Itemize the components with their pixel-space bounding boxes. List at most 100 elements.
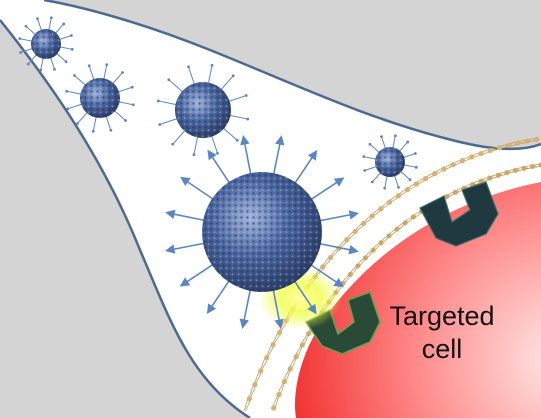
ligand-tip [76,122,79,125]
ligand-tip [18,37,22,41]
nanoparticle-texture [375,147,405,177]
ligand-tip [380,135,383,139]
ligand-arrow [240,135,252,176]
ligand-spike [384,174,388,189]
ligand-spike [207,65,213,85]
ligand-arrow [293,279,317,315]
ligand-spike [66,90,83,95]
ligand-tip [109,128,113,132]
vessel-wall-top [43,0,541,151]
ligand-spike [402,153,416,159]
ligand-spike [48,17,52,32]
ligand-tip [39,68,43,72]
ligand-tip [131,103,135,107]
ligand-spike [105,114,112,131]
ligand-spike [227,95,247,103]
ligand-tip [210,63,214,67]
nanoparticle-icon [18,16,74,72]
ligand-arrow [179,263,215,287]
ligand-spike [381,136,387,150]
ligand-arrow [309,177,345,201]
ligand-spike [116,86,133,93]
ligand-arrow [318,210,359,222]
ligand-spike [49,56,55,70]
ligand-tip [171,142,175,146]
receptor-icon [419,181,499,247]
nanoparticle-texture [175,82,231,138]
ligand-spike [40,56,44,71]
ligand-spike [402,164,417,168]
ligand-spike [158,100,178,106]
nanoparticle-icon [156,63,250,157]
nanoparticle-texture [80,78,120,118]
ligand-arrow [272,135,285,176]
ligand-spike [20,47,34,53]
ligand-tip [73,74,76,77]
ligand-spike [371,171,382,183]
ligand-spike [92,115,97,132]
ligand-tip [124,119,127,122]
ligand-tip [370,180,374,184]
ligand-arrow [318,242,359,255]
ligand-tip [69,34,73,37]
ligand-arrow [272,288,284,329]
ligand-tip [362,155,366,159]
targeted-cell-icon [241,135,541,418]
nanoparticle-icon [165,135,359,329]
ligand-spike [219,75,234,91]
ligand-spike [168,79,184,94]
ligand-spike [27,53,38,65]
label-line-1: Targeted [389,301,495,331]
ligand-tip [244,94,248,97]
ligand-tip [62,22,66,26]
ligand-tip [383,186,387,190]
ligand-spike [88,65,95,82]
ligand-spike [37,18,43,32]
ligand-spike [117,101,134,106]
ligand-tip [413,152,417,155]
ligand-arrow [165,209,206,222]
ligand-spike [222,126,238,141]
ligand-tip [156,99,160,103]
ligand-arrow [309,263,344,288]
ligand-tip [187,65,190,69]
ligand-tip [393,134,397,138]
ligand-tip [192,153,196,157]
ligand-spike [398,141,409,153]
ligand-spike [55,52,67,63]
receptor-bound [304,291,381,355]
ligand-tip [105,63,109,67]
ligand-tip [368,142,372,146]
ligand-tip [167,78,171,82]
ligand-spike [393,174,399,188]
ligand-tip [397,185,400,189]
ligand-tip [53,67,56,71]
ligand-tip [408,178,412,182]
ligand-tip [216,151,219,155]
ligand-spike [228,114,248,120]
ligand-spike [392,135,396,150]
ligand-tip [246,117,250,121]
ligand-spike [74,75,87,87]
ligand-tip [363,169,367,172]
ligand-arrow [207,149,231,185]
nanoparticle-icon [65,63,135,133]
cell-body [295,182,541,418]
ligand-tip [87,64,91,68]
ligand-spike [111,72,123,85]
ligand-tip [64,60,68,64]
ligand-spike [58,46,73,50]
ligand-tip [36,17,39,21]
ligand-spike [363,156,378,160]
ligand-spike [399,170,411,181]
ligand-spike [188,66,196,86]
ligand-spike [159,117,179,125]
vessel-wall-bottom [0,19,251,418]
targeted-cell-label: Targeted cell [382,300,502,366]
ligand-tip [49,16,53,20]
ligand-tip [24,24,28,28]
ligand-tip [158,123,162,126]
ligand-tip [414,165,418,169]
ligand-tip [130,85,134,89]
